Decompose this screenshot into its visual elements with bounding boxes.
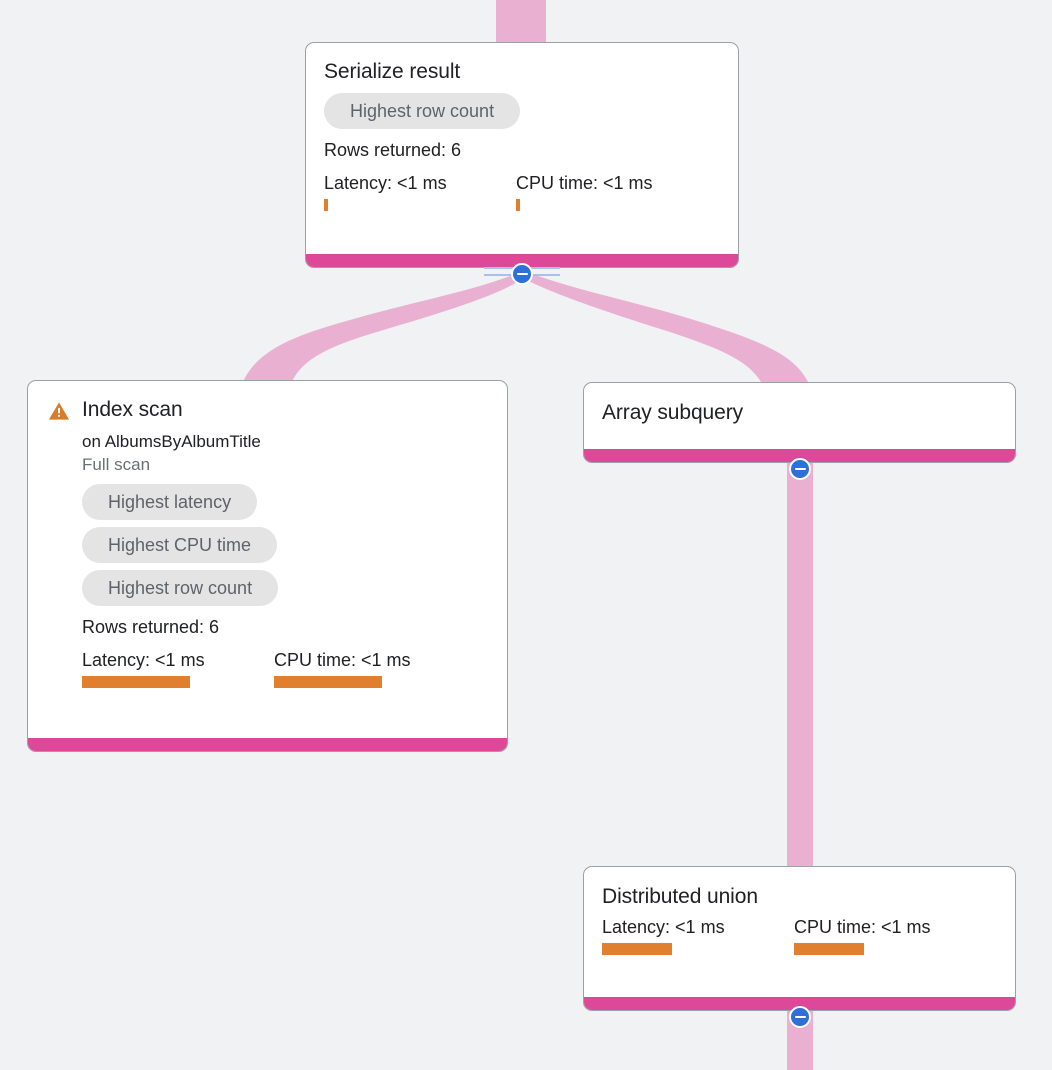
serialize-result-accent-bar <box>306 254 738 267</box>
distributed-union-cpu-label: CPU time: <1 ms <box>794 917 931 937</box>
serialize-result-title: Serialize result <box>324 60 461 83</box>
index-scan-cpu-metric: CPU time: <1 ms <box>274 649 411 688</box>
distributed-union-cpu-bar <box>794 943 864 955</box>
index-scan-latency-bar <box>82 676 190 688</box>
index-scan-metrics: Latency: <1 ms CPU time: <1 ms <box>82 649 489 688</box>
plan-node-array-subquery[interactable]: Array subquery <box>583 382 1016 463</box>
distributed-union-metrics: Latency: <1 ms CPU time: <1 ms <box>602 916 997 955</box>
array-subquery-collapse-toggle[interactable] <box>789 458 811 480</box>
serialize-result-title-row: Serialize result <box>324 59 720 85</box>
index-scan-detail: Full scan <box>82 455 151 474</box>
array-subquery-accent-bar <box>584 449 1015 462</box>
index-scan-latency-label: Latency: <1 ms <box>82 650 205 670</box>
distributed-union-latency-bar <box>602 943 672 955</box>
serialize-result-body: Serialize result Highest row count Rows … <box>306 43 738 254</box>
index-scan-cpu-label: CPU time: <1 ms <box>274 650 411 670</box>
serialize-result-cpu-metric: CPU time: <1 ms <box>516 172 653 211</box>
array-subquery-title: Array subquery <box>602 401 743 424</box>
index-scan-chips: Highest latency Highest CPU time Highest… <box>82 484 489 606</box>
serialize-result-rows-returned: Rows returned: 6 <box>324 140 462 160</box>
chip-highest-row-count: Highest row count <box>82 570 279 606</box>
edge-serialize-to-index-scan <box>243 272 527 382</box>
serialize-result-chips: Highest row count <box>324 93 720 129</box>
chip-highest-latency: Highest latency <box>82 484 258 520</box>
serialize-result-latency-bar <box>324 199 328 211</box>
serialize-result-collapse-toggle[interactable] <box>511 263 533 285</box>
distributed-union-title: Distributed union <box>602 885 758 908</box>
index-scan-accent-bar <box>28 738 507 751</box>
serialize-result-cpu-bar <box>516 199 520 211</box>
chip-highest-cpu-time: Highest CPU time <box>82 527 278 563</box>
index-scan-title: Index scan <box>82 398 183 421</box>
serialize-result-latency-label: Latency: <1 ms <box>324 173 447 193</box>
edge-incoming-stub <box>496 0 546 44</box>
index-scan-rows-returned: Rows returned: 6 <box>82 617 220 637</box>
index-scan-cpu-bar <box>274 676 382 688</box>
plan-node-index-scan[interactable]: Index scan on AlbumsByAlbumTitle Full sc… <box>27 380 508 752</box>
distributed-union-latency-metric: Latency: <1 ms <box>602 916 794 955</box>
plan-node-serialize-result[interactable]: Serialize result Highest row count Rows … <box>305 42 739 268</box>
edge-array-to-distributed-union <box>787 462 813 870</box>
serialize-result-latency-metric: Latency: <1 ms <box>324 172 516 211</box>
distributed-union-latency-label: Latency: <1 ms <box>602 917 725 937</box>
distributed-union-cpu-metric: CPU time: <1 ms <box>794 916 931 955</box>
index-scan-subtitle: on AlbumsByAlbumTitle <box>82 432 261 451</box>
edge-serialize-to-array-subquery <box>521 272 808 382</box>
warning-icon <box>48 402 70 420</box>
index-scan-title-row: Index scan <box>48 397 489 423</box>
distributed-union-body: Distributed union Latency: <1 ms CPU tim… <box>584 867 1015 997</box>
chip-highest-row-count: Highest row count <box>324 93 521 129</box>
serialize-result-cpu-label: CPU time: <1 ms <box>516 173 653 193</box>
index-scan-latency-metric: Latency: <1 ms <box>82 649 274 688</box>
plan-node-distributed-union[interactable]: Distributed union Latency: <1 ms CPU tim… <box>583 866 1016 1011</box>
serialize-result-metrics: Latency: <1 ms CPU time: <1 ms <box>324 172 720 211</box>
index-scan-body: Index scan on AlbumsByAlbumTitle Full sc… <box>28 381 507 738</box>
distributed-union-collapse-toggle[interactable] <box>789 1006 811 1028</box>
index-scan-details: on AlbumsByAlbumTitle Full scan Highest … <box>48 430 489 688</box>
distributed-union-accent-bar <box>584 997 1015 1010</box>
array-subquery-body: Array subquery <box>584 383 1015 449</box>
